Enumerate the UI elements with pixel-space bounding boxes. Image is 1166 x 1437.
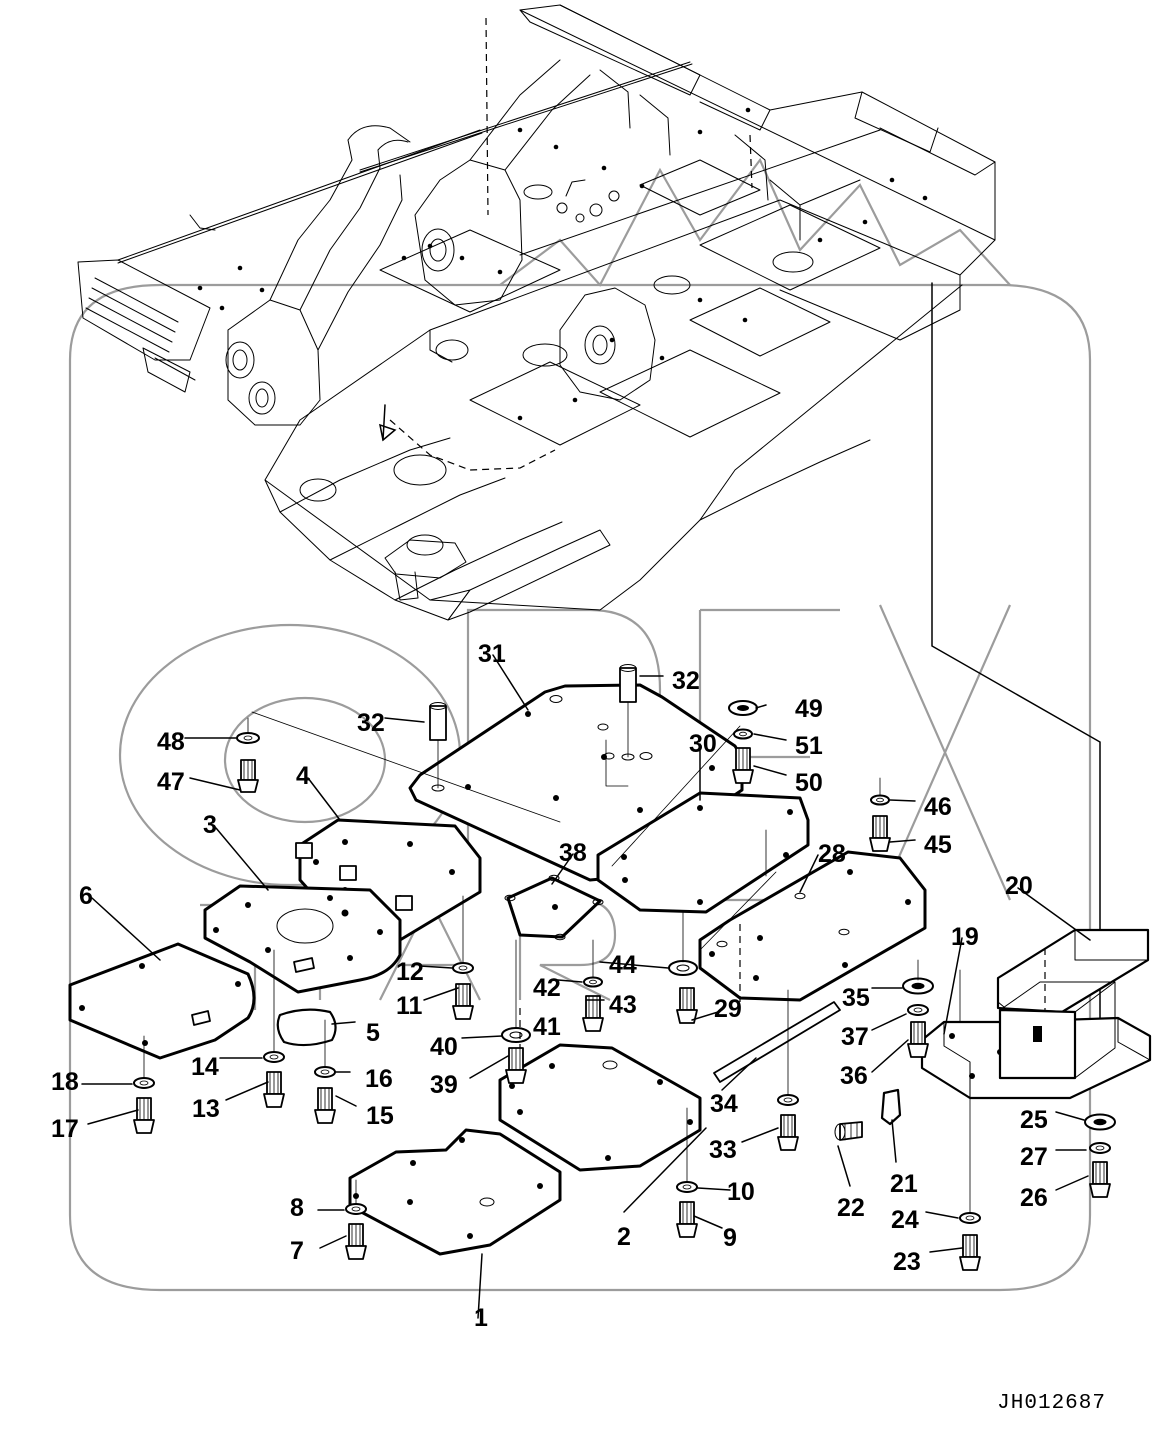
drawing-number: JH012687 <box>997 1392 1106 1415</box>
callout-45: 45 <box>924 831 952 859</box>
callout-33: 33 <box>709 1136 737 1164</box>
callout-leaders <box>81 654 1091 1319</box>
callout-41: 41 <box>533 1013 561 1041</box>
callout-19: 19 <box>951 923 979 951</box>
callout-7: 7 <box>290 1237 304 1265</box>
callout-25: 25 <box>1020 1106 1048 1134</box>
callout-50: 50 <box>795 769 823 797</box>
callout-22: 22 <box>837 1194 865 1222</box>
callout-8: 8 <box>290 1194 304 1222</box>
part-34-rod <box>713 1001 841 1083</box>
callout-35: 35 <box>842 984 870 1012</box>
part-38-plate <box>504 874 604 941</box>
callout-38: 38 <box>559 839 587 867</box>
callout-28: 28 <box>818 840 846 868</box>
callout-23: 23 <box>893 1248 921 1276</box>
revolving-frame-assembly <box>77 4 996 621</box>
callout-18: 18 <box>51 1068 79 1096</box>
callout-2: 2 <box>617 1223 631 1251</box>
callout-10: 10 <box>727 1178 755 1206</box>
callout-15: 15 <box>366 1102 394 1130</box>
part-5-cap <box>276 1008 337 1047</box>
callout-20: 20 <box>1005 872 1033 900</box>
part-20-bracket-cover <box>996 928 1150 1014</box>
callout-4: 4 <box>296 762 310 790</box>
callout-51: 51 <box>795 732 823 760</box>
callout-14: 14 <box>191 1053 219 1081</box>
callout-24: 24 <box>891 1206 919 1234</box>
callout-42: 42 <box>533 974 561 1002</box>
part-19-box <box>998 981 1116 1080</box>
callout-48: 48 <box>157 728 185 756</box>
callout-29: 29 <box>714 995 742 1023</box>
callout-11: 11 <box>396 992 423 1020</box>
part-1-plate <box>348 1128 562 1256</box>
callout-5: 5 <box>366 1019 380 1047</box>
part-30-plate <box>596 791 810 914</box>
callout-30: 30 <box>689 730 717 758</box>
callout-6: 6 <box>79 882 93 910</box>
part-6-plate <box>68 942 256 1060</box>
callout-16: 16 <box>365 1065 393 1093</box>
callout-36: 36 <box>840 1062 868 1090</box>
callout-26: 26 <box>1020 1184 1048 1212</box>
callout-37: 37 <box>841 1023 869 1051</box>
callout-40: 40 <box>430 1033 458 1061</box>
part-28-plate <box>698 850 927 1002</box>
callout-44: 44 <box>609 951 637 979</box>
callout-3: 3 <box>203 811 217 839</box>
callout-34: 34 <box>710 1090 738 1118</box>
part-32-pins <box>429 664 637 792</box>
callout-43: 43 <box>609 991 637 1019</box>
callout-21: 21 <box>890 1170 918 1198</box>
part-2-plate <box>498 1043 702 1172</box>
callout-13: 13 <box>192 1095 220 1123</box>
part-22-bolt <box>834 1121 863 1141</box>
callout-39: 39 <box>430 1071 458 1099</box>
callout-31: 31 <box>478 640 506 668</box>
callout-12: 12 <box>396 958 424 986</box>
callout-1: 1 <box>474 1304 488 1332</box>
part-21-clip <box>880 1088 902 1126</box>
callout-49: 49 <box>795 695 823 723</box>
callout-9: 9 <box>723 1224 737 1252</box>
detail-guide-lines <box>251 711 1046 1048</box>
callout-47: 47 <box>157 768 185 796</box>
callout-32-right: 32 <box>672 667 700 695</box>
callout-32-left: 32 <box>357 709 385 737</box>
callout-27: 27 <box>1020 1143 1048 1171</box>
callout-46: 46 <box>924 793 952 821</box>
callout-17: 17 <box>51 1115 79 1143</box>
assembly-leader-lines <box>379 282 1101 1041</box>
part-3-plate <box>203 884 402 994</box>
